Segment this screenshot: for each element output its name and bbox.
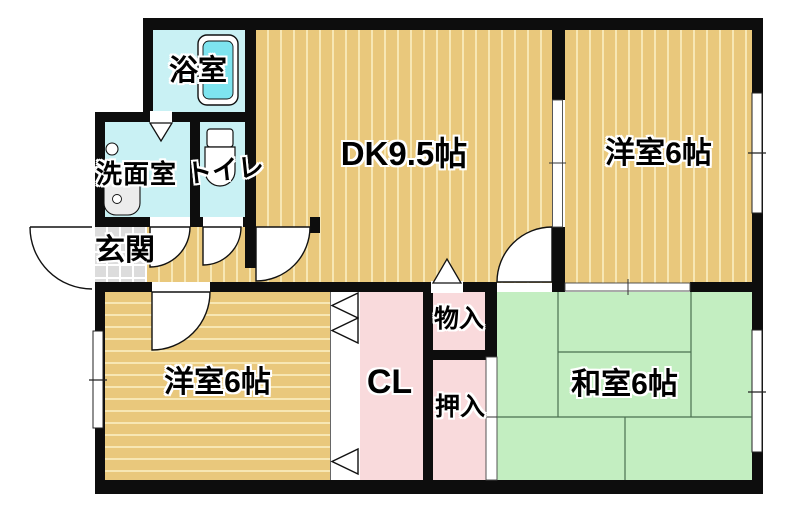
western-lower-door-arc xyxy=(151,291,211,351)
wall-mid-d xyxy=(555,282,565,292)
storage-door-triangle xyxy=(431,257,463,284)
wall-hall-top-b xyxy=(190,217,203,227)
wall-storage-right xyxy=(485,292,497,357)
label-bathroom: 浴室 xyxy=(152,55,244,88)
wall-storage-futon-divider xyxy=(423,350,497,360)
room-western-lower-floor xyxy=(105,292,330,480)
label-western-lower: 洋室6帖 xyxy=(164,366,271,399)
entrance-tile-floor xyxy=(95,227,147,282)
wall-left-washroom xyxy=(95,113,105,227)
futon-closet-sliding-door xyxy=(485,356,498,481)
wall-bathroom-bottom xyxy=(95,112,256,122)
toilet-bowl xyxy=(204,146,236,187)
washroom-door-arc xyxy=(149,226,191,268)
wall-mid-e xyxy=(690,282,763,292)
label-futon-closet: 押入 xyxy=(434,393,485,421)
wall-hall-top-a xyxy=(95,217,150,227)
wall-dk-divider-upper xyxy=(552,30,565,100)
room-western-upper-floor xyxy=(565,30,752,283)
entrance-door-arc xyxy=(29,226,93,290)
wall-bottom xyxy=(95,480,763,494)
wall-bathroom-toilet-right xyxy=(245,18,256,268)
label-japanese-room: 和室6帖 xyxy=(571,368,678,401)
wall-washroom-toilet-divider xyxy=(190,122,200,227)
label-storage: 物入 xyxy=(433,305,484,333)
storage-door-gap xyxy=(431,281,463,293)
window-japanese-right xyxy=(751,329,763,453)
room-closet-floor xyxy=(360,292,423,480)
label-bathroom-text: 浴室 xyxy=(168,55,227,87)
wall-mid-a xyxy=(95,282,152,292)
wall-mid-c xyxy=(462,282,497,292)
wall-hall-top-c xyxy=(243,217,256,227)
wall-dk-divider-lower xyxy=(552,227,565,292)
wall-top xyxy=(143,18,763,30)
label-dk: DK9.5帖 xyxy=(340,135,468,172)
japanese-room-door-arc xyxy=(496,226,553,283)
label-washroom: 洗面室 xyxy=(96,159,178,189)
label-western-upper: 洋室6帖 xyxy=(605,137,712,170)
wall-right xyxy=(752,18,763,494)
sink-drain xyxy=(112,194,122,204)
toilet-door-arc xyxy=(202,226,242,266)
sink-faucet-icon xyxy=(105,142,119,156)
sink-icon xyxy=(103,174,141,216)
tatami-lines xyxy=(497,292,752,480)
label-closet: CL xyxy=(366,363,413,401)
folding-door-chevron-1 xyxy=(330,291,359,320)
toilet-icon xyxy=(206,128,234,148)
bathroom-door-gap xyxy=(150,111,172,123)
bathtub-inner xyxy=(202,40,234,100)
room-storage-floor xyxy=(433,292,485,350)
dk-door-arc xyxy=(255,226,311,282)
folding-door-chevron-3 xyxy=(330,447,359,476)
wall-bathroom-left xyxy=(143,18,153,122)
wall-mid-b xyxy=(210,282,432,292)
wall-closet-right xyxy=(423,292,433,480)
wall-hall-top-stub xyxy=(310,217,320,233)
label-entrance: 玄関 xyxy=(95,234,155,267)
room-futon-closet-floor xyxy=(433,360,486,480)
folding-door-chevron-2 xyxy=(330,316,359,345)
bathroom-door-triangle xyxy=(148,122,174,143)
